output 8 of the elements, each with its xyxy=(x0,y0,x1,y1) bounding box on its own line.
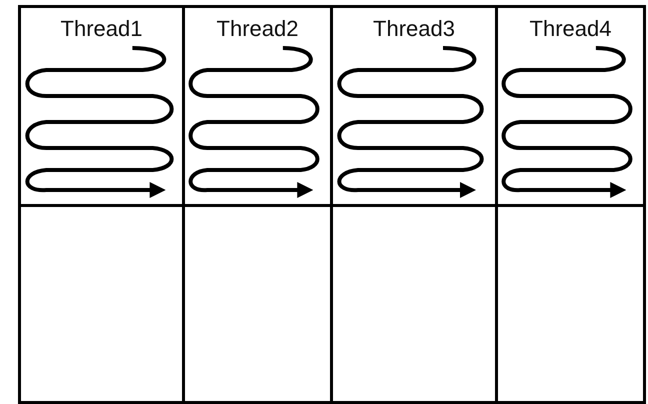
thread-label: Thread1 xyxy=(60,16,144,42)
thread-cell xyxy=(185,5,333,207)
thread-label: Thread2 xyxy=(216,16,300,42)
thread-cell xyxy=(498,5,646,207)
thread-label: Thread4 xyxy=(528,16,612,42)
thread-label: Thread3 xyxy=(372,16,456,42)
thread-cell xyxy=(333,5,498,207)
thread-cell xyxy=(18,5,185,207)
